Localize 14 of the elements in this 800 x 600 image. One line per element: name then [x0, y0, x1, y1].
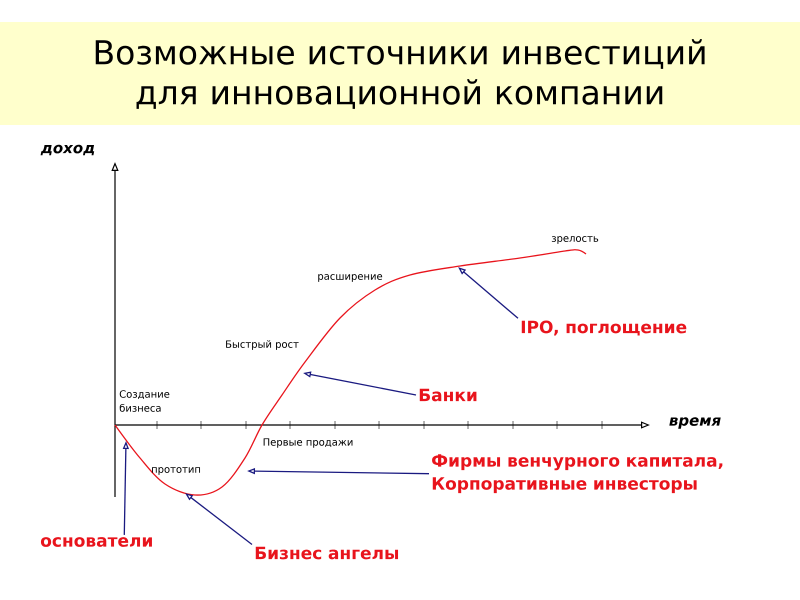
source-label: основатели: [40, 537, 152, 547]
stage-label: Создание бизнеса: [120, 390, 170, 412]
source-label: Фирмы венчурного капитала, Корпоративные инвесторы: [432, 454, 722, 494]
title-banner: Возможные источники инвестиций для инновационной компании: [0, 22, 800, 125]
stage-label: Первые продажи: [264, 438, 352, 448]
stage-label: Быстрый рост: [226, 340, 299, 350]
axis-label: время: [669, 417, 721, 429]
stage-label: прототип: [152, 467, 200, 475]
stage-label: расширение: [318, 274, 382, 282]
stage-label: зрелость: [552, 236, 598, 244]
source-label: Банки: [420, 388, 476, 402]
source-label: IPO, поглощение: [522, 320, 686, 336]
source-label: Бизнес ангелы: [256, 546, 398, 560]
axis-label: доход: [40, 144, 94, 156]
